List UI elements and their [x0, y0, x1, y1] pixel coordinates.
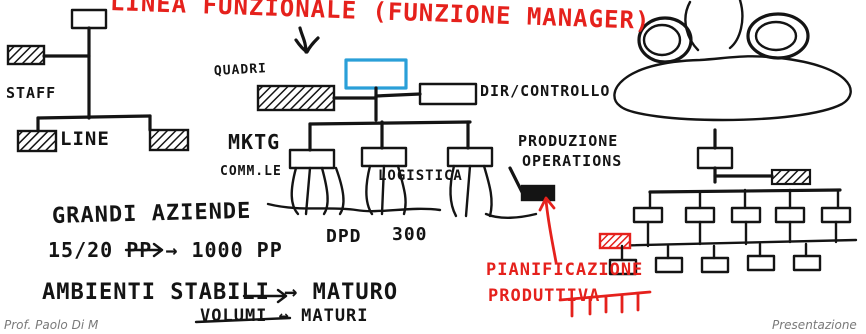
line-horizontal	[38, 116, 150, 118]
note-line-4: VOLUMI ↔ MATURI	[200, 306, 369, 326]
footer-author: Prof. Paolo Di M	[4, 318, 98, 332]
red-arrow	[540, 198, 556, 262]
commerciale-label: COMM.LE	[220, 164, 282, 179]
red-note-line-1: PIANIFICAZIONE	[486, 260, 643, 280]
red-note-line-2: PRODUTTIVA	[488, 286, 600, 306]
staff-box	[8, 46, 44, 64]
footer-presentation: Presentazione	[772, 318, 857, 332]
note-line-1: GRANDI AZIENDE	[52, 199, 252, 229]
line-box-left	[18, 131, 56, 151]
blue-top-box	[346, 60, 406, 88]
line-label: LINE	[60, 128, 110, 150]
operations-label: OPERATIONS	[522, 152, 622, 170]
level-horizontal	[310, 122, 470, 124]
logistica-label: LOGISTICA	[378, 168, 463, 184]
dir-controllo-label: DIR/CONTROLLO	[480, 82, 610, 100]
staff-label: STAFF	[6, 84, 56, 102]
red-box	[600, 234, 630, 248]
produzione-label: PRODUZIONE	[518, 132, 618, 150]
filled-small-box	[522, 186, 554, 200]
mktg-label: MKTG	[228, 130, 280, 154]
quadri-box	[258, 86, 334, 110]
top-box	[72, 10, 106, 28]
quadri-label: QUADRI	[214, 61, 268, 79]
note-line-3: AMBIENTI STABILI → MATURO	[42, 280, 398, 305]
right-org-chart	[600, 130, 856, 274]
line-box-right	[150, 130, 188, 150]
note-line-2: 15/20 PP → 1000 PP	[48, 238, 283, 262]
down-arrow	[296, 28, 318, 52]
number-label: 300	[392, 224, 428, 245]
dpd-label: DPD	[326, 226, 362, 247]
control-box	[420, 84, 476, 104]
